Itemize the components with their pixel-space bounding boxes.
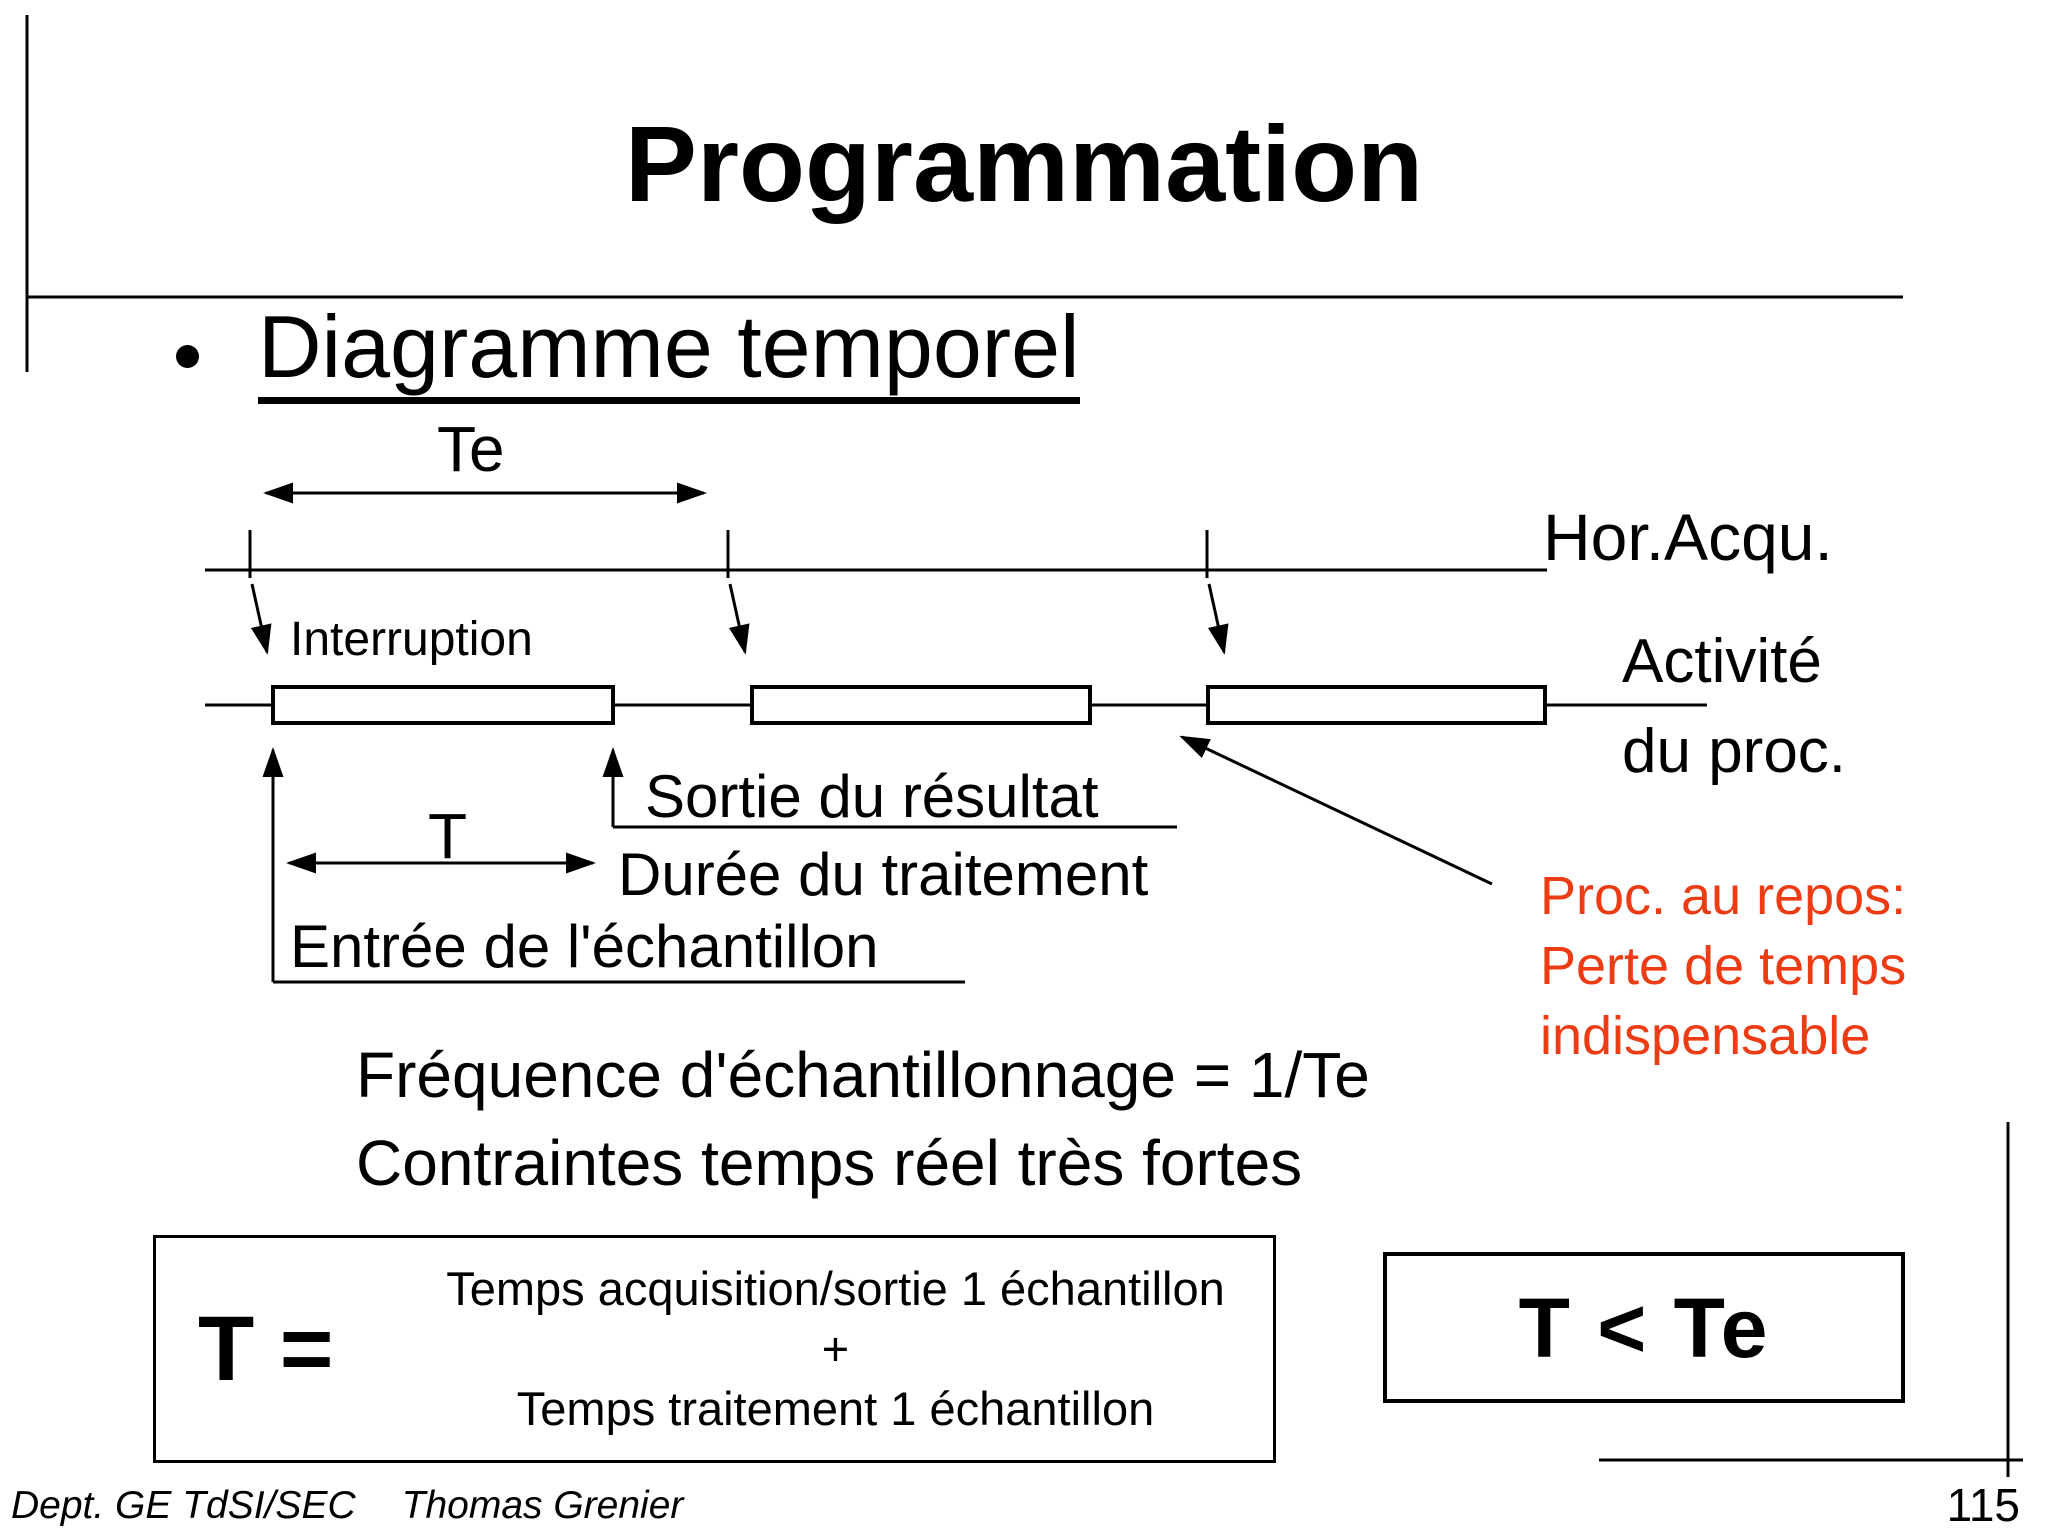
page-number: 115 (1946, 1479, 2020, 1531)
t-interval-label: T (428, 800, 468, 872)
processor-activity-label-line1: Activité (1622, 627, 1822, 696)
result-output-label: Sortie du résultat (645, 763, 1099, 830)
t-lt-te-constraint-box: T < Te (1383, 1252, 1905, 1403)
idle-processor-note-line2: Perte de temps (1540, 936, 1907, 996)
bullet-item-heading: Diagramme temporel (258, 303, 1080, 404)
interruption-label: Interruption (290, 613, 533, 666)
interrupt-arrow-1 (250, 583, 272, 655)
t-formula-operator: + (821, 1321, 850, 1375)
footer-author: Thomas Grenier (401, 1484, 684, 1527)
processor-activity-label-line2: du proc. (1622, 717, 1847, 786)
t-lt-te-text: T < Te (1518, 1280, 1770, 1375)
processor-activity-label: Activité du proc. (1622, 617, 1846, 797)
interrupt-arrow-2 (728, 583, 750, 655)
footer-department: Dept. GE TdSI/SEC (11, 1484, 356, 1527)
realtime-constraint-note: Contraintes temps réel très fortes (356, 1127, 1303, 1199)
activity-box-1 (271, 685, 615, 725)
t-formula-term2: Temps traitement 1 échantillon (516, 1382, 1155, 1436)
t-formula-box: T = Temps acquisition/sortie 1 échantill… (153, 1235, 1276, 1463)
idle-processor-note-line1: Proc. au repos: (1540, 866, 1907, 926)
processing-duration-label: Durée du traitement (618, 841, 1149, 908)
t-formula-rhs: Temps acquisition/sortie 1 échantillon +… (398, 1259, 1273, 1439)
activity-box-3 (1206, 685, 1547, 725)
idle-pointer-arrow (1179, 735, 1493, 886)
idle-processor-note: Proc. au repos: Perte de temps indispens… (1540, 861, 1906, 1071)
t-formula-lhs: T = (198, 1298, 334, 1400)
sample-input-label: Entrée de l'échantillon (290, 913, 879, 980)
idle-processor-note-line3: indispensable (1540, 1006, 1871, 1066)
interrupt-arrow-3 (1207, 583, 1229, 655)
acquisition-clock-label: Hor.Acqu. (1543, 500, 1833, 574)
te-interval-label: Te (437, 413, 505, 485)
footer: Dept. GE TdSI/SEC Thomas Grenier (11, 1486, 683, 1525)
activity-box-2 (750, 685, 1092, 725)
t-formula-term1: Temps acquisition/sortie 1 échantillon (446, 1261, 1225, 1315)
slide-title: Programmation (624, 103, 1424, 224)
bullet-icon (176, 345, 199, 368)
sampling-frequency-note: Fréquence d'échantillonnage = 1/Te (356, 1039, 1370, 1111)
